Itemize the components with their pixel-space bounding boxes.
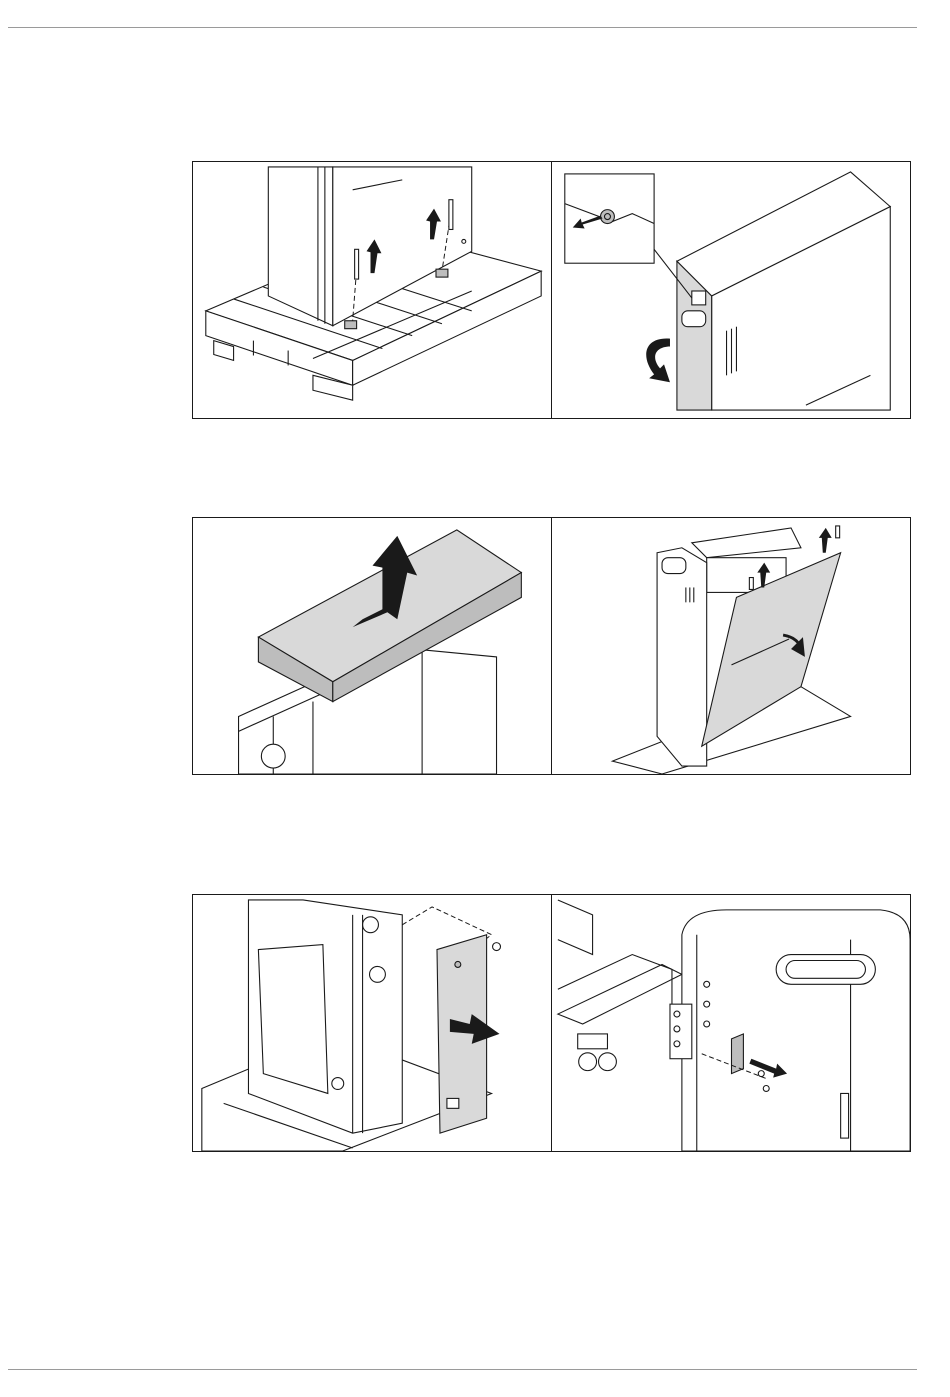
illustration-tilt-off-front-panel [551,518,910,774]
up-arrow-icon [819,528,832,553]
illustration-remove-bracket-screws [551,895,910,1151]
illustration-remove-side-panel [193,895,551,1151]
figure-row-3 [192,894,911,1152]
curved-arrow-icon [646,338,670,382]
illustration-lift-off-top-cover [193,518,551,774]
header-rule [8,27,917,28]
illustration-remove-side-trim [551,162,910,418]
figure-row-2 [192,517,911,775]
footer-rule [8,1369,917,1370]
illustration-remove-foot-screws [193,162,551,418]
figure-row-1 [192,161,911,419]
